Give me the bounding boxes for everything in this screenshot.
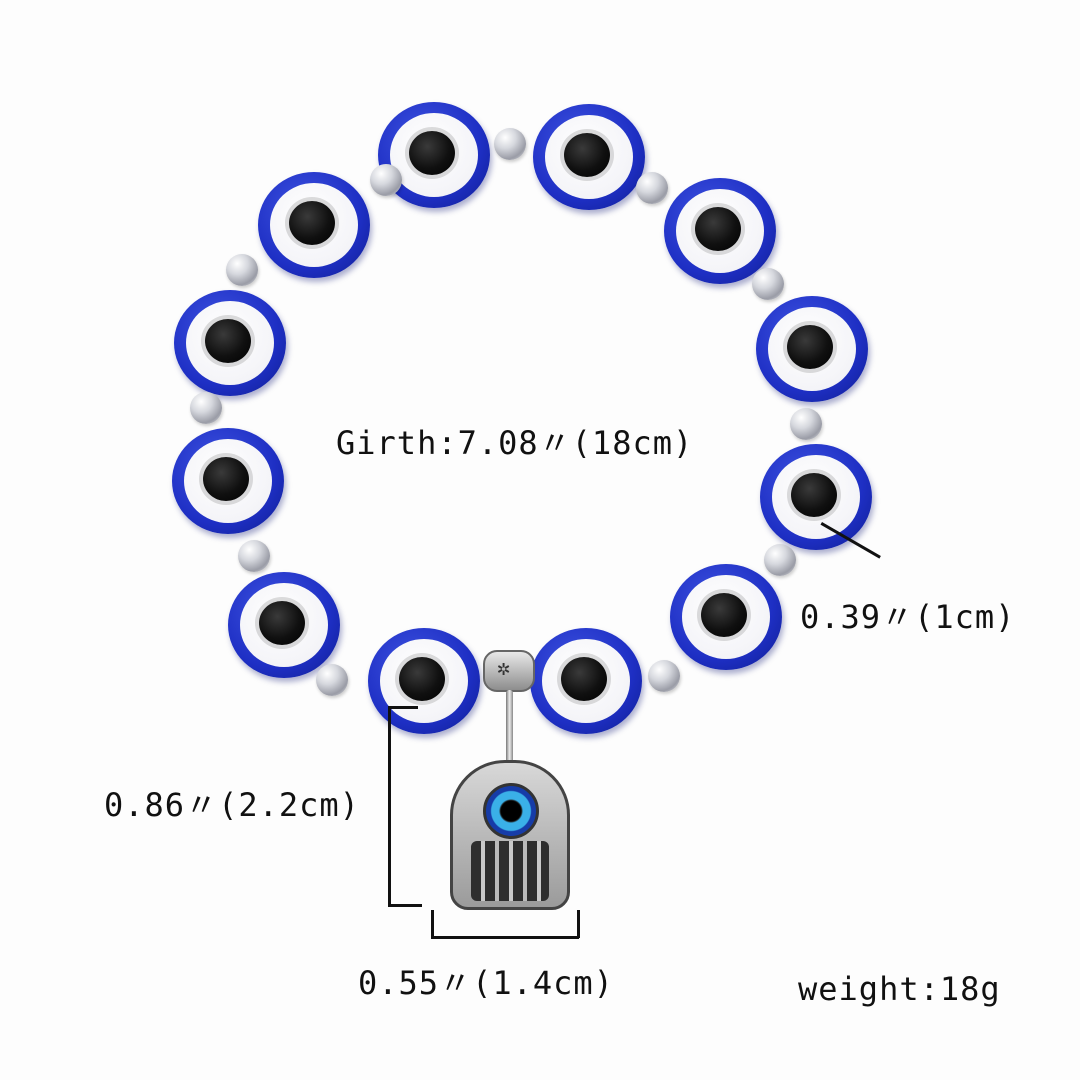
evil-eye-bead (756, 296, 868, 402)
evil-eye-bead (174, 290, 286, 396)
silver-spacer-bead (752, 268, 784, 300)
width-bracket-left (431, 910, 434, 938)
height-bracket-bottom (388, 904, 422, 907)
silver-spacer-bead (494, 128, 526, 160)
silver-spacer-bead (316, 664, 348, 696)
charm-height-label: 0.86〃(2.2cm) (104, 786, 360, 824)
evil-eye-bead (760, 444, 872, 550)
silver-spacer-bead (190, 392, 222, 424)
height-bracket-top (388, 706, 418, 709)
evil-eye-bead (172, 428, 284, 534)
silver-spacer-bead (370, 164, 402, 196)
girth-label: Girth:7.08〃(18cm) (336, 424, 694, 462)
charm-bail (483, 650, 535, 692)
width-bracket-bottom (431, 936, 579, 939)
silver-spacer-bead (764, 544, 796, 576)
silver-spacer-bead (636, 172, 668, 204)
evil-eye-bead (664, 178, 776, 284)
evil-eye-bead (530, 628, 642, 734)
hamsa-hand-icon (450, 760, 570, 910)
charm-pin (506, 690, 513, 765)
silver-spacer-bead (238, 540, 270, 572)
weight-label: weight:18g (798, 970, 1001, 1008)
evil-eye-icon (483, 783, 539, 839)
charm-width-label: 0.55〃(1.4cm) (358, 964, 614, 1002)
silver-spacer-bead (790, 408, 822, 440)
silver-spacer-bead (226, 254, 258, 286)
evil-eye-bead (258, 172, 370, 278)
hamsa-fingers (471, 841, 549, 901)
height-bracket-vertical (388, 706, 391, 906)
evil-eye-bead (228, 572, 340, 678)
evil-eye-bead (670, 564, 782, 670)
width-bracket-right (577, 910, 580, 938)
evil-eye-bead (533, 104, 645, 210)
hamsa-charm (445, 650, 575, 920)
evil-eye-bead (368, 628, 480, 734)
silver-spacer-bead (648, 660, 680, 692)
bead-size-label: 0.39〃(1cm) (800, 598, 1016, 636)
